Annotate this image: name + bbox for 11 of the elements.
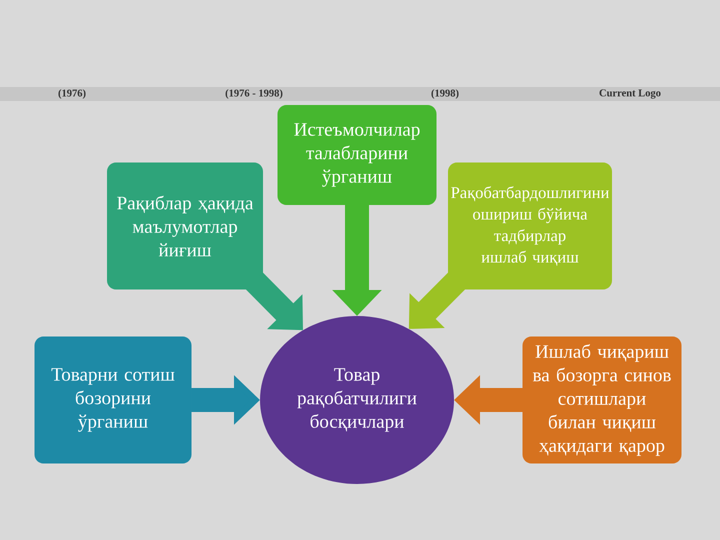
process-box: Товарни сотиш бозорини ўрганиш bbox=[34, 336, 192, 464]
block-arrow bbox=[408, 272, 466, 329]
process-box: Ишлаб чиқариш ва бозорга синов сотишлари билан чиқиш ҳақидаги қарор bbox=[522, 336, 682, 464]
process-box: Рақобатбардошлигини ошириш бўйича тадбирлар ишлаб чиқиш bbox=[448, 162, 612, 290]
caption-text: (1998) bbox=[431, 89, 459, 99]
process-box: Рақиблар ҳақида маълумотлар йиғиш bbox=[107, 162, 263, 290]
caption-text: (1976) bbox=[58, 89, 86, 99]
process-box: Истеъмолчилар талабларини ўрганиш bbox=[278, 105, 436, 205]
caption-text: Current Logo bbox=[600, 89, 661, 99]
block-arrow bbox=[246, 272, 303, 330]
caption-text: (1976 - 1998) bbox=[226, 89, 282, 99]
